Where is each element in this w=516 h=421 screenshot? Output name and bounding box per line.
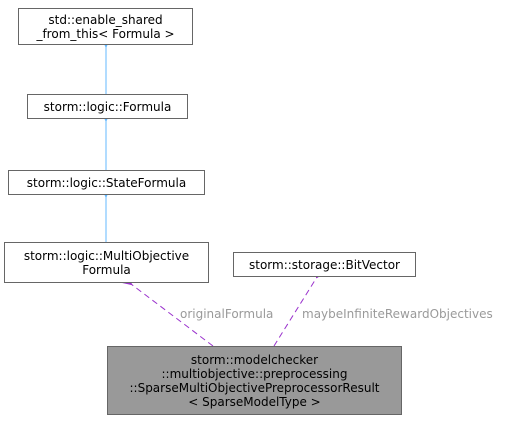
node-state-formula-label: storm::logic::StateFormula [26,175,187,190]
edge-label-maybe-infinite-reward: maybeInfiniteRewardObjectives [302,307,493,321]
edge-original-formula [131,284,214,347]
node-enable-shared-from-this[interactable]: std::enable_shared _from_this< Formula > [18,8,193,45]
node-formula[interactable]: storm::logic::Formula [27,94,188,119]
node-enable-shared-label: std::enable_shared _from_this< Formula > [36,12,175,41]
node-formula-label: storm::logic::Formula [43,99,172,114]
node-bitvector-label: storm::storage::BitVector [249,257,400,272]
node-preprocessor-result: storm::modelchecker ::multiobjective::pr… [107,346,402,415]
node-state-formula[interactable]: storm::logic::StateFormula [8,170,205,195]
node-multi-objective-formula[interactable]: storm::logic::MultiObjective Formula [4,242,209,283]
node-multi-objective-formula-label: storm::logic::MultiObjective Formula [23,248,190,277]
node-bitvector[interactable]: storm::storage::BitVector [233,252,416,277]
edge-maybe-infinite-reward [273,277,317,347]
node-preprocessor-result-label: storm::modelchecker ::multiobjective::pr… [129,352,380,409]
edge-label-original-formula: originalFormula [180,307,274,321]
